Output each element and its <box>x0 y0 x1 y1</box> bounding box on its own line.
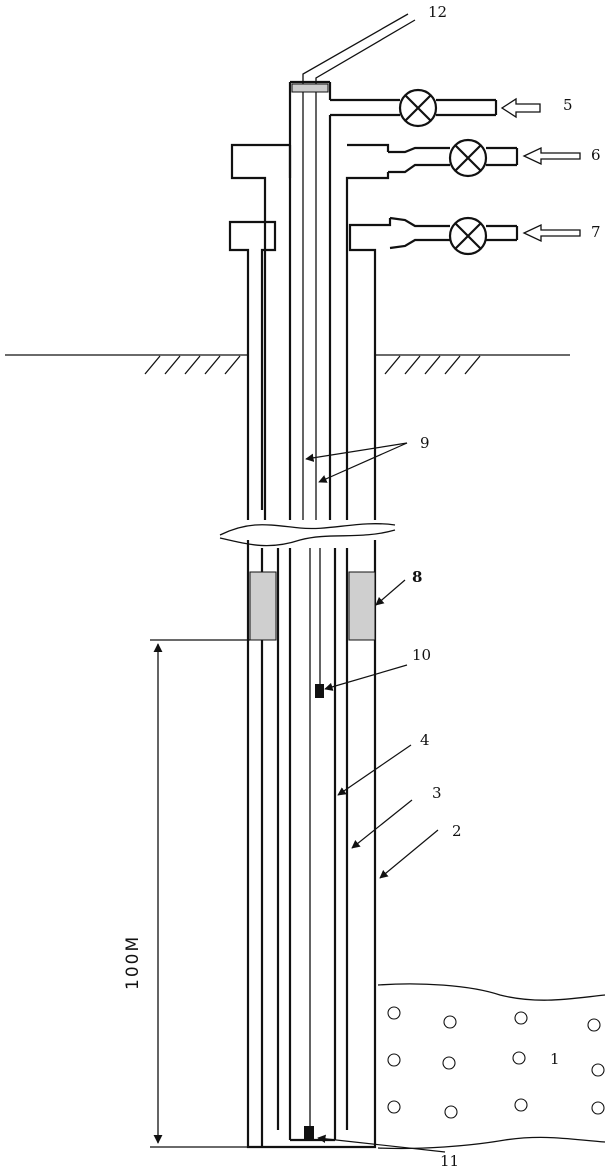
tubing-string <box>288 80 337 1142</box>
label-12: 12 <box>428 3 447 21</box>
label-10: 10 <box>412 646 431 664</box>
break-line <box>219 523 396 536</box>
label-11: 11 <box>440 1152 459 1167</box>
outer-casing <box>228 218 392 1149</box>
packer-left <box>249 571 277 641</box>
upper-sensor <box>315 684 324 698</box>
inlet-top <box>330 88 541 128</box>
label-2: 2 <box>452 822 462 840</box>
packer-right <box>348 571 376 641</box>
zone-stars <box>387 1006 605 1119</box>
label-6: 6 <box>591 146 601 164</box>
label-8: 8 <box>412 568 422 586</box>
label-4: 4 <box>420 731 430 749</box>
depth-dimension: 100M <box>123 639 250 1148</box>
label-7: 7 <box>591 223 601 241</box>
ground-surface <box>5 354 570 375</box>
ground-hatching-left <box>144 355 241 375</box>
measurement-lines <box>291 13 416 1128</box>
ground-hatching-right <box>384 355 481 375</box>
label-3: 3 <box>432 784 442 802</box>
inlet-bottom <box>389 216 581 256</box>
productive-zone <box>377 983 606 1150</box>
label-1: 1 <box>550 1050 560 1068</box>
inlet-middle <box>388 138 581 178</box>
middle-casing <box>230 143 390 1130</box>
label-5: 5 <box>563 96 573 114</box>
depth-value: 100M <box>123 935 143 990</box>
leaders <box>305 442 446 1153</box>
label-9: 9 <box>420 434 430 452</box>
lower-sensor <box>304 1126 314 1139</box>
